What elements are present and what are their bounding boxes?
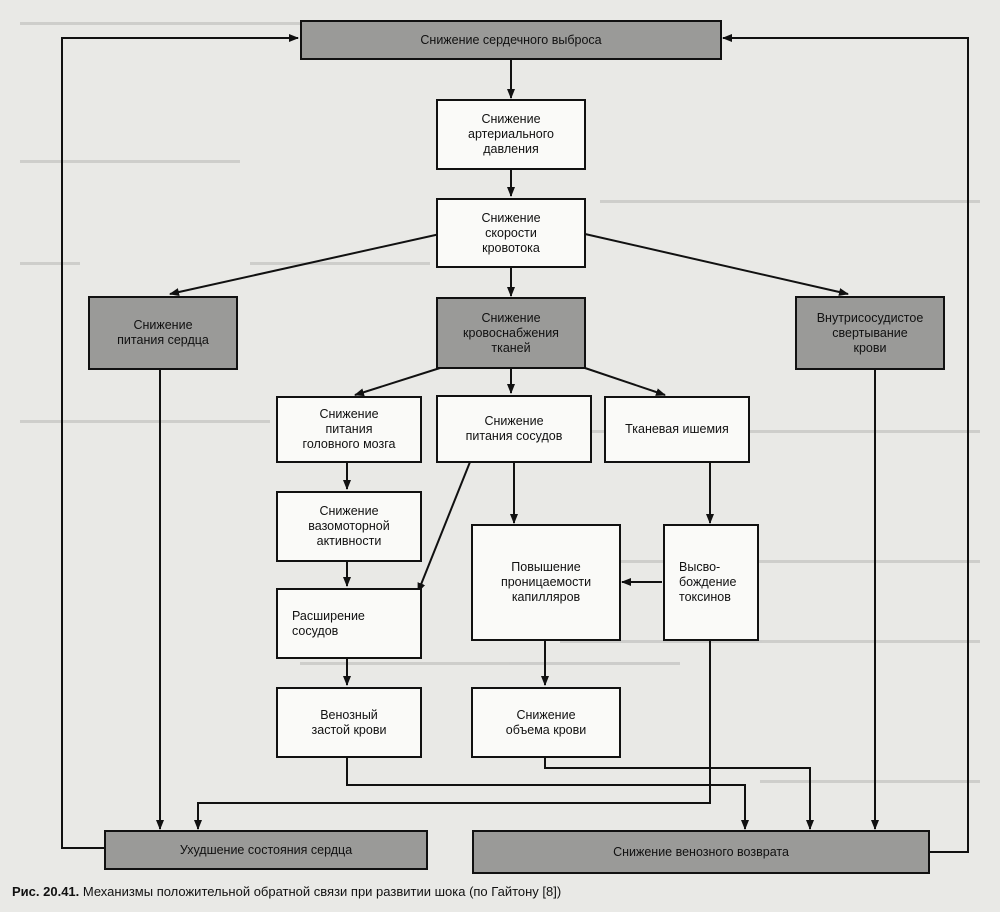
node-vessel-nutrition: Снижение питания сосудов <box>436 395 592 463</box>
node-heart-deterioration: Ухудшение состояния сердца <box>104 830 428 870</box>
node-blood-flow: Снижение скорости кровотока <box>436 198 586 268</box>
arrow-tissue-to-ischemia <box>584 367 666 396</box>
node-coagulation: Внутрисосудистое свертывание крови <box>795 296 945 370</box>
node-brain-nutrition: Снижение питания головного мозга <box>276 396 422 463</box>
node-tissue-supply: Снижение кровоснабжения тканей <box>436 297 586 369</box>
node-heart-nutrition: Снижение питания сердца <box>88 296 238 370</box>
arrow-heart-to-cardiac-loop <box>61 34 299 849</box>
node-capillary-permeability: Повышение проницаемости капилляров <box>471 524 621 641</box>
node-blood-volume: Снижение объема крови <box>471 687 621 758</box>
figure-caption: Рис. 20.41. Механизмы положительной обра… <box>12 884 561 899</box>
arrow-flow-to-coagulation <box>584 233 849 296</box>
arrow-tissue-to-brain <box>354 367 441 397</box>
arrow-congestion-to-venous-return <box>346 757 749 830</box>
arrow-toxins-to-heart <box>194 640 711 830</box>
node-vasomotor: Снижение вазомоторной активности <box>276 491 422 562</box>
figure-caption-text: Механизмы положительной обратной связи п… <box>82 884 562 899</box>
node-cardiac-output: Снижение сердечного выброса <box>300 20 722 60</box>
arrow-volume-to-venous-return <box>544 757 814 830</box>
node-arterial-pressure: Снижение артериального давления <box>436 99 586 170</box>
arrow-vessels-to-vasodilation <box>417 461 471 593</box>
arrow-flow-to-heart-nutrition <box>169 233 441 296</box>
arrow-venous-return-to-cardiac-loop <box>722 34 969 853</box>
node-toxins: Высво- бождение токсинов <box>663 524 759 641</box>
figure-number: Рис. 20.41. <box>12 884 80 899</box>
node-venous-return: Снижение венозного возврата <box>472 830 930 874</box>
node-venous-congestion: Венозный застой крови <box>276 687 422 758</box>
node-vasodilation: Расширение сосудов <box>276 588 422 659</box>
node-tissue-ischemia: Тканевая ишемия <box>604 396 750 463</box>
